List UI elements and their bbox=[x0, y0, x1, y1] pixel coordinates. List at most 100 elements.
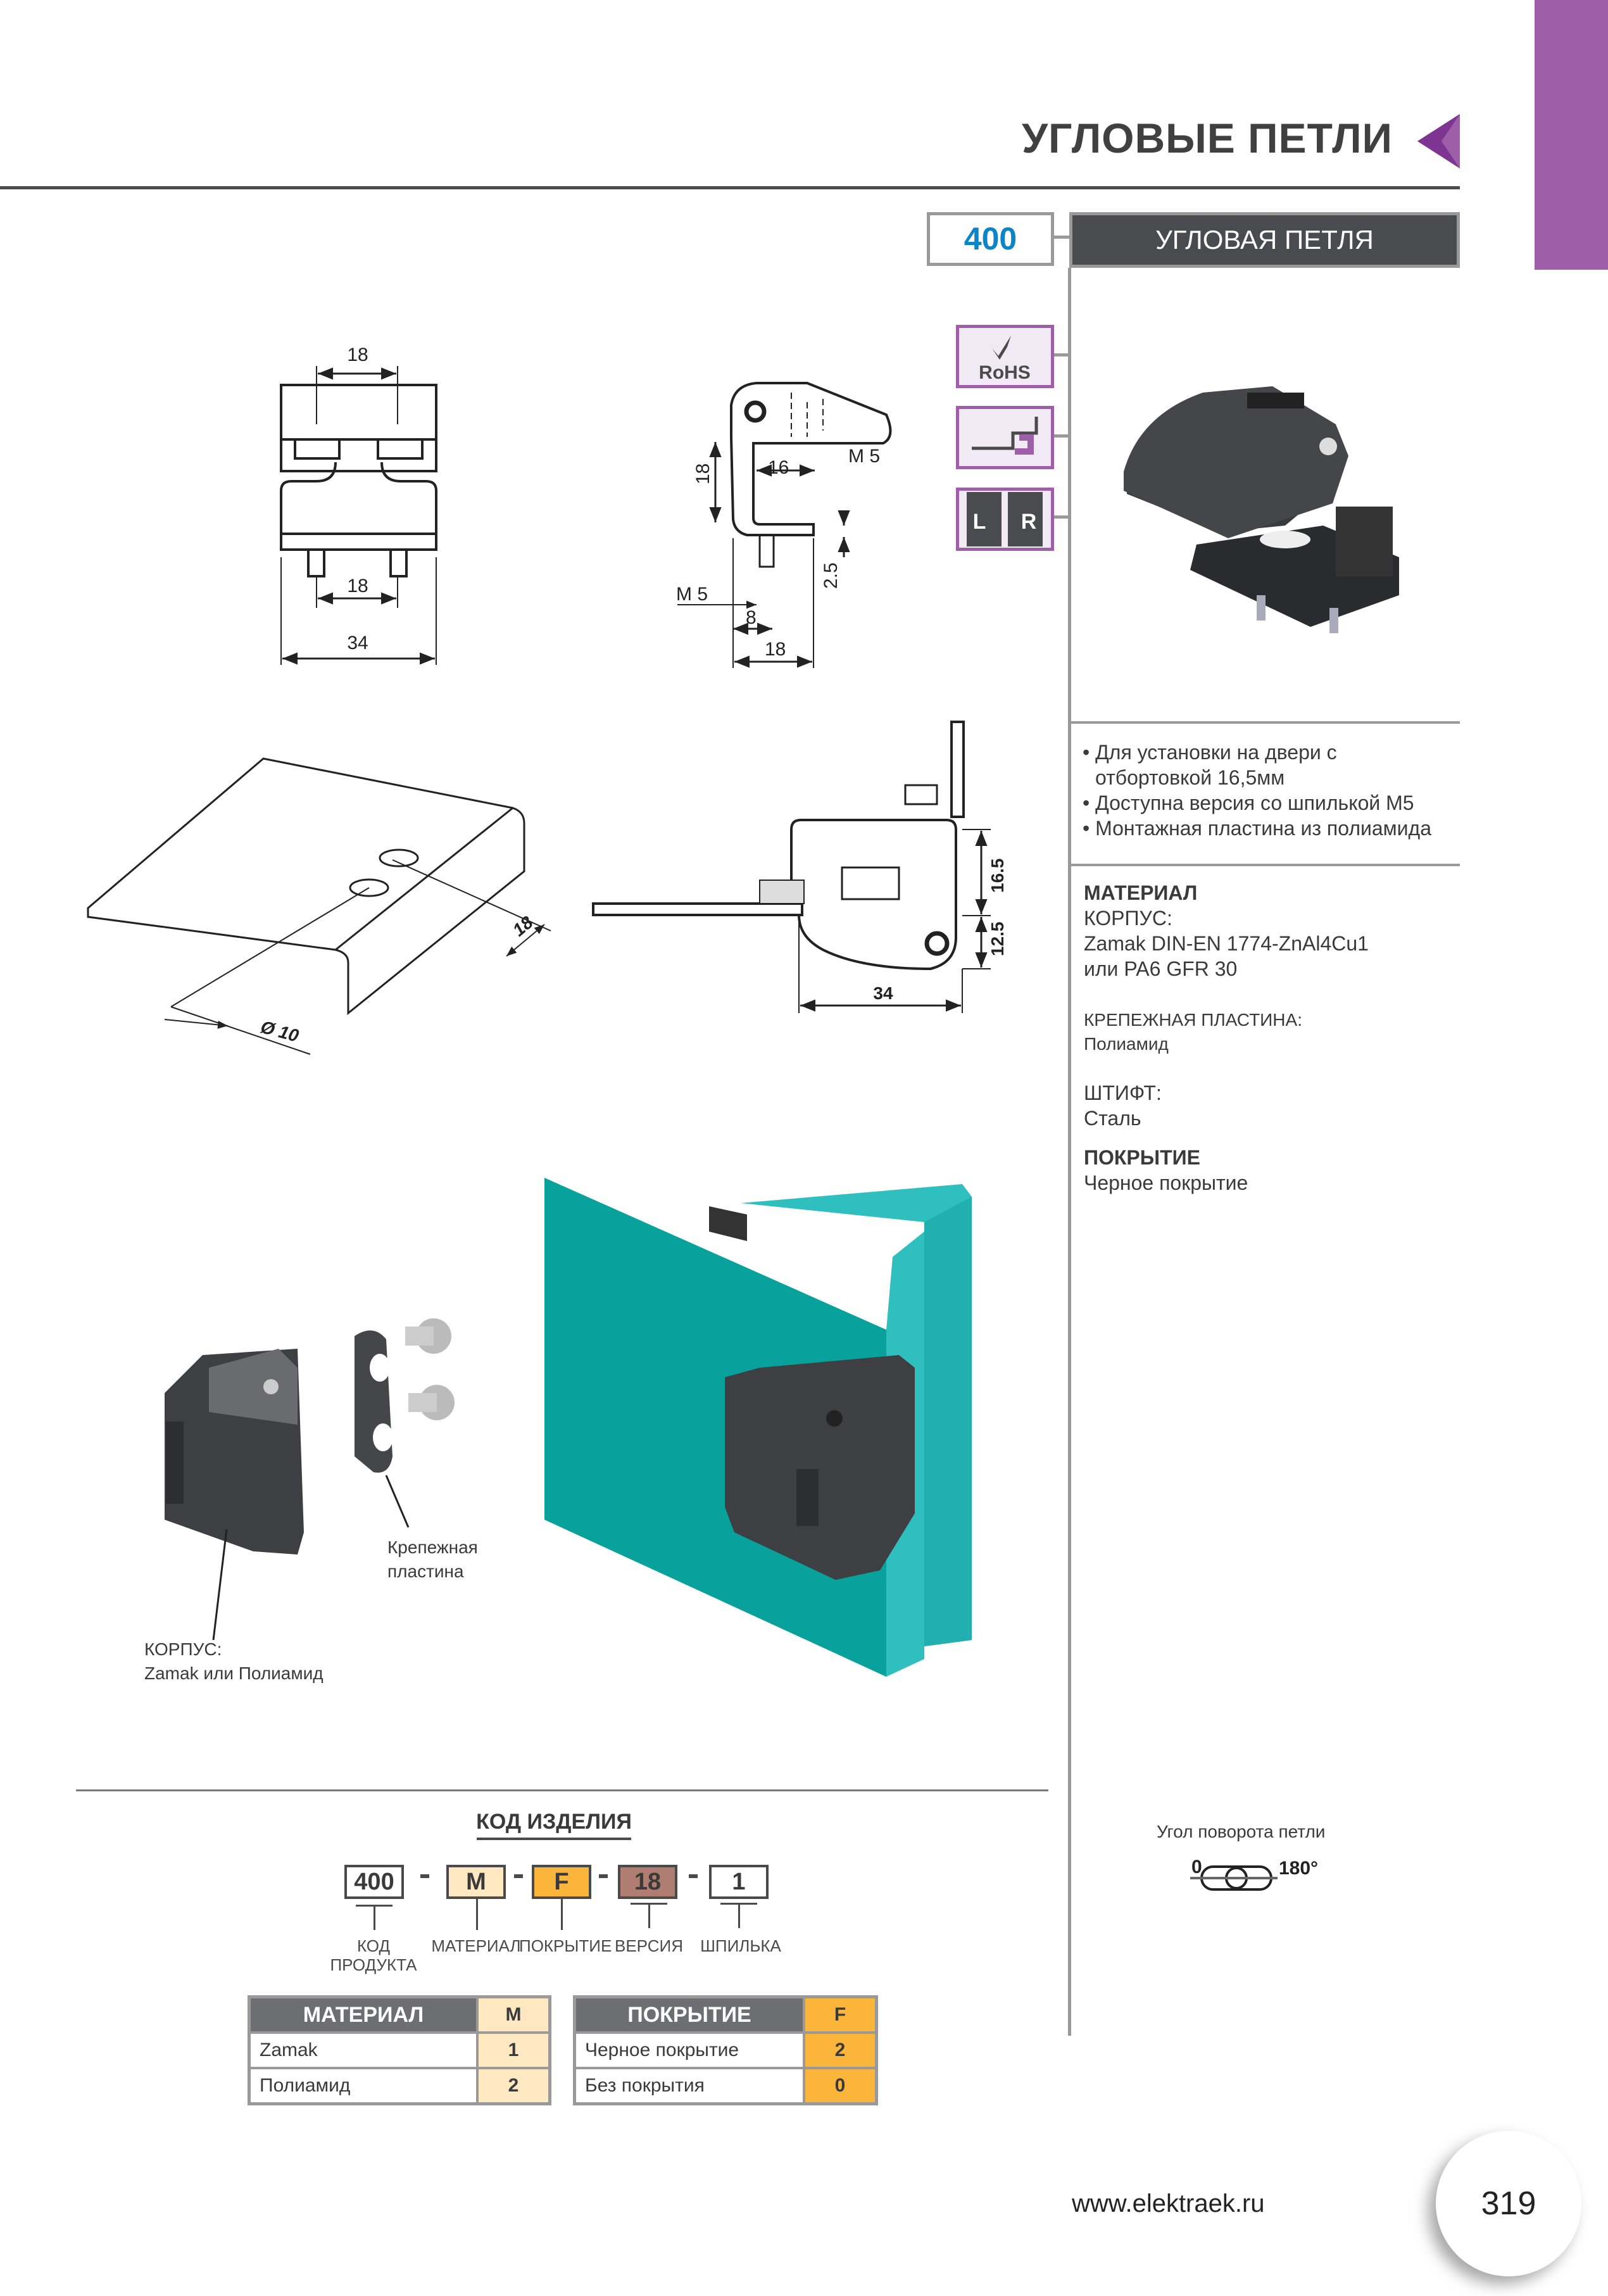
pin-value: Сталь bbox=[1084, 1107, 1141, 1130]
dim-label: 16 bbox=[768, 457, 789, 478]
code-segment-version: 18 bbox=[618, 1865, 677, 1899]
product-name-bar: УГЛОВАЯ ПЕТЛЯ bbox=[1069, 212, 1460, 268]
code-separator bbox=[599, 1874, 608, 1878]
code-pointer bbox=[738, 1903, 740, 1928]
code-separator bbox=[514, 1874, 523, 1878]
row-name: Черное покрытие bbox=[573, 2031, 805, 2069]
feature-item: • Монтажная пластина из полиамида bbox=[1083, 817, 1431, 840]
dim-label: 18 bbox=[693, 464, 713, 484]
dim-label: 8 bbox=[746, 607, 757, 628]
door-assembly-render bbox=[544, 1178, 972, 1677]
callout-line bbox=[385, 1475, 410, 1528]
dim-label: 12.5 bbox=[988, 922, 1007, 957]
row-value: 2 bbox=[476, 2067, 551, 2105]
footer-url[interactable]: www.elektraek.ru bbox=[1072, 2190, 1265, 2217]
body-label: КОРПУС: bbox=[1084, 907, 1172, 930]
body-value: Zamak DIN-EN 1774-ZnAl4Cu1 bbox=[1084, 932, 1369, 955]
divider bbox=[1071, 864, 1460, 866]
dim-label: 18 bbox=[509, 912, 537, 940]
door-cutout-drawing bbox=[87, 757, 551, 1055]
section-title: УГЛОВЫЕ ПЕТЛИ bbox=[1022, 115, 1393, 161]
rotation-label: Угол поворота петли bbox=[1157, 1822, 1326, 1841]
feature-item: отбортовкой 16,5мм bbox=[1095, 766, 1285, 789]
code-pointer bbox=[476, 1898, 478, 1930]
row-value: 0 bbox=[803, 2067, 878, 2105]
rotation-angle-icon: 0 180° bbox=[1190, 1857, 1318, 1891]
material-table-code: M bbox=[476, 1995, 551, 2034]
coating-table-code: F bbox=[803, 1995, 878, 2034]
connector-line bbox=[1054, 515, 1069, 519]
code-label-stud: ШПИЛЬКА bbox=[700, 1936, 781, 1955]
dim-label: 16.5 bbox=[988, 859, 1007, 893]
connector-line bbox=[1054, 434, 1069, 438]
plate-label: КРЕПЕЖНАЯ ПЛАСТИНА: bbox=[1084, 1010, 1302, 1030]
row-name: Без покрытия bbox=[573, 2067, 805, 2105]
coating-heading: ПОКРЫТИЕ bbox=[1084, 1146, 1200, 1169]
product-code-box: 400 bbox=[927, 212, 1054, 266]
rohs-icon: RoHS bbox=[979, 336, 1031, 383]
side-view-drawing bbox=[677, 382, 892, 668]
dim-label: 18 bbox=[347, 576, 368, 596]
code-segment-stud: 1 bbox=[709, 1865, 769, 1899]
dim-label: 34 bbox=[873, 983, 893, 1003]
code-label-coating: ПОКРЫТИЕ bbox=[519, 1936, 612, 1955]
divider bbox=[1071, 721, 1460, 724]
callout-text: Zamak или Полиамид bbox=[144, 1663, 323, 1683]
section-drawing bbox=[592, 721, 991, 1013]
code-segment-product: 400 bbox=[344, 1865, 404, 1899]
code-pointer bbox=[561, 1898, 563, 1930]
code-separator bbox=[689, 1874, 698, 1878]
section-arrow-icon bbox=[1417, 114, 1460, 168]
callout-text: КОРПУС: bbox=[144, 1639, 222, 1659]
label-text: ПРОДУКТА bbox=[330, 1955, 417, 1974]
code-segment-coating: F bbox=[532, 1865, 591, 1899]
dim-label: M 5 bbox=[676, 584, 708, 605]
row-value: 1 bbox=[476, 2031, 551, 2069]
feature-list: • Для установки на двери с отбортовкой 1… bbox=[1083, 740, 1431, 841]
connector-line bbox=[1054, 353, 1069, 356]
dim-label: 18 bbox=[765, 639, 786, 660]
pin-label: ШТИФТ: bbox=[1084, 1082, 1162, 1104]
rohs-badge: RoHS bbox=[956, 325, 1054, 388]
hinge-body-render bbox=[165, 1349, 304, 1555]
title-underline bbox=[477, 1838, 631, 1840]
code-label-product: КОД ПРОДУКТА bbox=[317, 1936, 430, 1974]
divider bbox=[76, 1789, 1048, 1791]
material-specs: МАТЕРИАЛ КОРПУС: Zamak DIN-EN 1774-ZnAl4… bbox=[1084, 880, 1369, 1195]
product-code-title: КОД ИЗДЕЛИЯ bbox=[476, 1810, 632, 1834]
connector-line bbox=[1051, 236, 1070, 239]
dim-label: 34 bbox=[347, 633, 368, 653]
code-pointer bbox=[648, 1903, 650, 1928]
product-photo bbox=[1124, 386, 1399, 633]
coating-value: Черное покрытие bbox=[1084, 1171, 1248, 1194]
body-callout-label: КОРПУС: Zamak или Полиамид bbox=[144, 1637, 323, 1686]
callout-text: пластина bbox=[387, 1561, 464, 1581]
svg-text:L: L bbox=[973, 510, 986, 534]
svg-text:0: 0 bbox=[1191, 1857, 1202, 1877]
code-separator bbox=[420, 1874, 429, 1878]
svg-text:R: R bbox=[1021, 510, 1037, 534]
section-color-tab bbox=[1535, 0, 1608, 270]
front-view-drawing bbox=[280, 366, 437, 665]
row-name: Полиамид bbox=[248, 2067, 479, 2105]
title-divider bbox=[0, 186, 1460, 189]
page-number: 319 bbox=[1436, 2131, 1581, 2276]
row-value: 2 bbox=[803, 2031, 878, 2069]
callout-text: Крепежная bbox=[387, 1537, 478, 1557]
plate-value: Полиамид bbox=[1084, 1034, 1169, 1054]
code-label-material: МАТЕРИАЛ bbox=[431, 1936, 521, 1955]
flange-mount-badge bbox=[956, 406, 1054, 469]
body-value: или PA6 GFR 30 bbox=[1084, 957, 1238, 980]
svg-text:RoHS: RoHS bbox=[979, 362, 1031, 383]
coating-table-header: ПОКРЫТИЕ bbox=[573, 1995, 805, 2034]
label-text: КОД bbox=[356, 1936, 391, 1955]
left-right-icon: L R bbox=[967, 492, 1043, 546]
dim-label: M 5 bbox=[848, 446, 880, 467]
material-table-header: МАТЕРИАЛ bbox=[248, 1995, 479, 2034]
